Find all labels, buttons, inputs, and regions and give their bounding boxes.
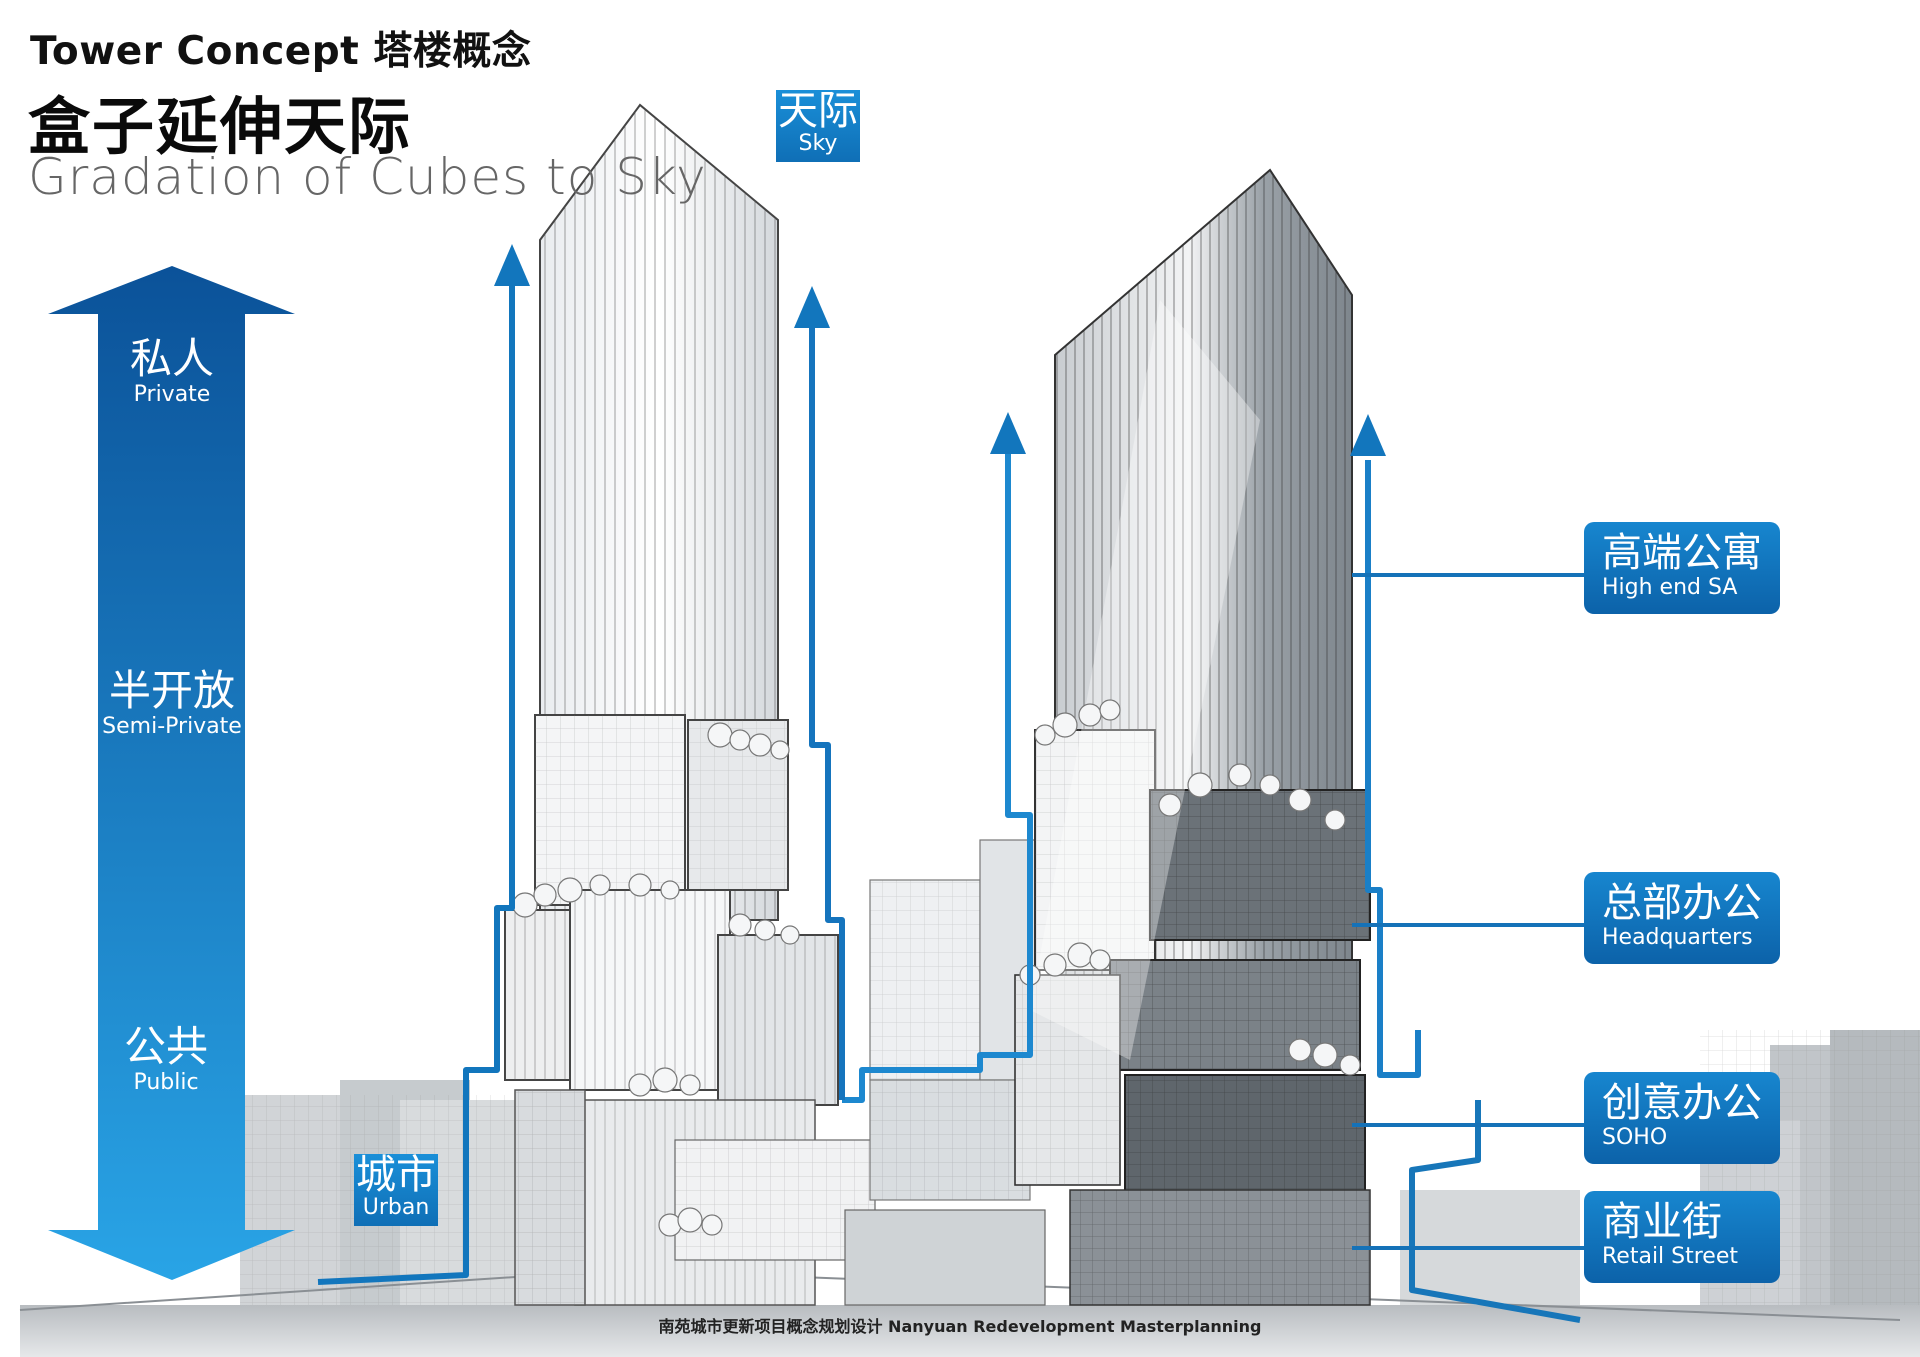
page-heading-cn: 盒子延伸天际 <box>28 90 413 163</box>
legend-high-end-sa: 高端公寓 High end SA <box>1584 522 1780 614</box>
arrow-label-private-en: Private <box>133 382 211 408</box>
arrow-label-semi-private-cn: 半开放 <box>108 666 235 715</box>
arrow-label-private-cn: 私人 <box>129 334 214 383</box>
legend-high-end-sa-en: High end SA <box>1602 575 1738 600</box>
sky-tag: 天际 Sky <box>776 90 860 162</box>
legend-retail-street: 商业街 Retail Street <box>1584 1191 1780 1283</box>
arrow-label-public-en: Public <box>133 1070 199 1096</box>
legend-headquarters: 总部办公 Headquarters <box>1584 872 1780 964</box>
urban-tag: 城市 Urban <box>354 1154 438 1226</box>
footer-caption: 南苑城市更新项目概念规划设计 Nanyuan Redevelopment Mas… <box>658 1317 1262 1336</box>
sky-tag-en: Sky <box>798 131 838 156</box>
sky-tag-cn: 天际 <box>778 88 858 134</box>
legend-soho-en: SOHO <box>1602 1125 1668 1150</box>
arrow-label-semi-private: 半开放 Semi-Private <box>72 666 272 741</box>
urban-tag-cn: 城市 <box>356 1152 436 1198</box>
arrow-label-semi-private-en: Semi-Private <box>102 714 242 740</box>
arrow-label-private: 私人 Private <box>72 334 272 409</box>
legend-retail-street-cn: 商业街 <box>1602 1199 1722 1245</box>
page-title: Tower Concept 塔楼概念 <box>30 29 532 74</box>
arrow-label-public: 公共 Public <box>66 1022 266 1097</box>
legend-high-end-sa-cn: 高端公寓 <box>1602 530 1762 576</box>
arrow-label-public-cn: 公共 <box>123 1022 208 1071</box>
legend-soho-cn: 创意办公 <box>1602 1080 1762 1126</box>
page-subtitle: Gradation of Cubes to Sky <box>28 148 707 206</box>
urban-tag-en: Urban <box>362 1195 430 1220</box>
legend-headquarters-en: Headquarters <box>1602 925 1753 950</box>
legend-retail-street-en: Retail Street <box>1602 1244 1739 1269</box>
legend-soho: 创意办公 SOHO <box>1584 1072 1780 1164</box>
legend-headquarters-cn: 总部办公 <box>1602 880 1762 926</box>
